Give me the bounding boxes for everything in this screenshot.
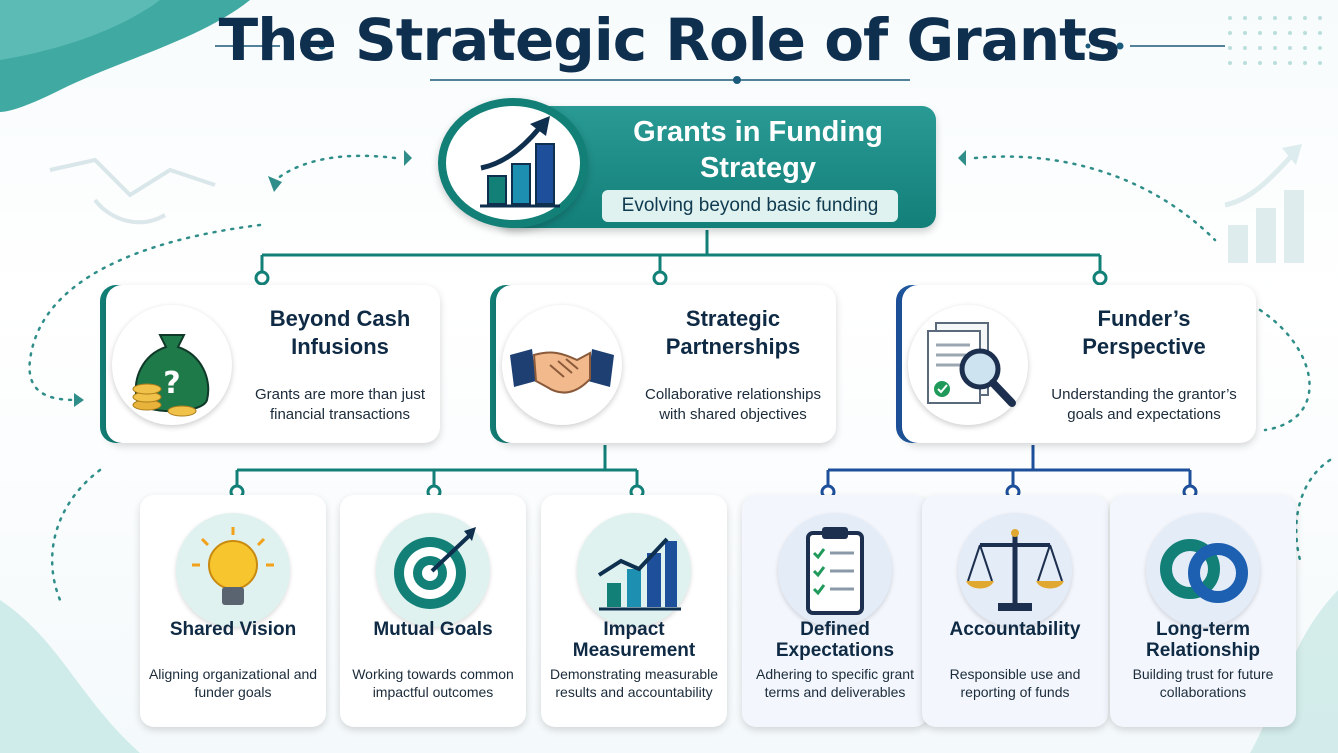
pillar-description: Collaborative relationships with shared … <box>645 386 821 423</box>
card-icon-circle <box>577 513 691 627</box>
linked-rings-icon <box>1160 539 1248 603</box>
pillar-beyond-cash: ? Beyond Cash Infusions Grants are more … <box>100 285 440 443</box>
card-title: Accountability <box>949 619 1081 640</box>
card-description: Responsible use and reporting of funds <box>949 666 1081 700</box>
card-description: Working towards common impactful outcome… <box>352 666 514 700</box>
hub-node: Grants in Funding Strategy Evolving beyo… <box>438 98 936 228</box>
card-title: Long-term Relationship <box>1145 619 1260 661</box>
pillar-icon-circle: ? <box>112 305 232 425</box>
card-description: Adhering to specific grant terms and del… <box>756 666 914 700</box>
bar-chart-icon <box>597 537 681 611</box>
pillar-icon-circle <box>502 305 622 425</box>
pillar-description: Grants are more than just financial tran… <box>254 386 426 423</box>
pillar-icon-circle <box>908 305 1028 425</box>
card-long-term-relationship: Long-term Relationship Building trust fo… <box>1110 495 1296 727</box>
document-magnifier-icon <box>927 322 1016 407</box>
svg-text:?: ? <box>163 366 180 401</box>
card-description: Demonstrating measurable results and acc… <box>549 666 719 700</box>
hub-subtitle: Evolving beyond basic funding <box>602 190 898 222</box>
pillar-title: Strategic Partnerships <box>665 306 801 359</box>
card-description: Aligning organizational and funder goals <box>148 666 318 700</box>
target-icon <box>394 527 476 609</box>
pillar-title: Funder’s Perspective <box>1082 306 1206 359</box>
growth-chart-icon <box>480 116 560 208</box>
hub-icon-circle <box>438 98 588 228</box>
faint-growth-chart-icon <box>1224 144 1304 263</box>
faint-handshake-icon <box>49 157 216 225</box>
card-shared-vision: Shared Vision Aligning organizational an… <box>140 495 326 727</box>
card-icon-circle <box>958 513 1072 627</box>
card-impact-measurement: Impact Measurement Demonstrating measura… <box>541 495 727 727</box>
card-icon-circle <box>176 513 290 627</box>
title-divider <box>215 45 1225 81</box>
hub-title: Grants in Funding Strategy <box>633 116 883 184</box>
card-icon-circle <box>376 513 490 627</box>
card-description: Building trust for future collaborations <box>1132 666 1274 700</box>
card-title: Shared Vision <box>169 619 297 640</box>
money-bag-icon: ? <box>132 334 210 417</box>
card-accountability: Accountability Responsible use and repor… <box>922 495 1108 727</box>
card-icon-circle <box>1146 513 1260 627</box>
pillar-strategic-partnerships: Strategic Partnerships Collaborative rel… <box>490 285 836 443</box>
lightbulb-icon <box>192 527 274 605</box>
pillar-title: Beyond Cash Infusions <box>269 306 411 359</box>
card-mutual-goals: Mutual Goals Working towards common impa… <box>340 495 526 727</box>
handshake-icon <box>510 349 614 394</box>
balance-scale-icon <box>966 529 1064 611</box>
card-title: Defined Expectations <box>775 619 895 661</box>
pillar-description: Understanding the grantor’s goals and ex… <box>1051 386 1237 423</box>
dot-grid-decoration <box>1228 16 1322 65</box>
pillar-funders-perspective: Funder’s Perspective Understanding the g… <box>896 285 1256 443</box>
card-icon-circle <box>778 513 892 627</box>
card-title: Impact Measurement <box>572 619 696 661</box>
clipboard-checklist-icon <box>806 527 864 615</box>
card-title: Mutual Goals <box>373 619 493 640</box>
card-defined-expectations: Defined Expectations Adhering to specifi… <box>742 495 928 727</box>
page-title: The Strategic Role of Grants <box>218 6 1121 74</box>
